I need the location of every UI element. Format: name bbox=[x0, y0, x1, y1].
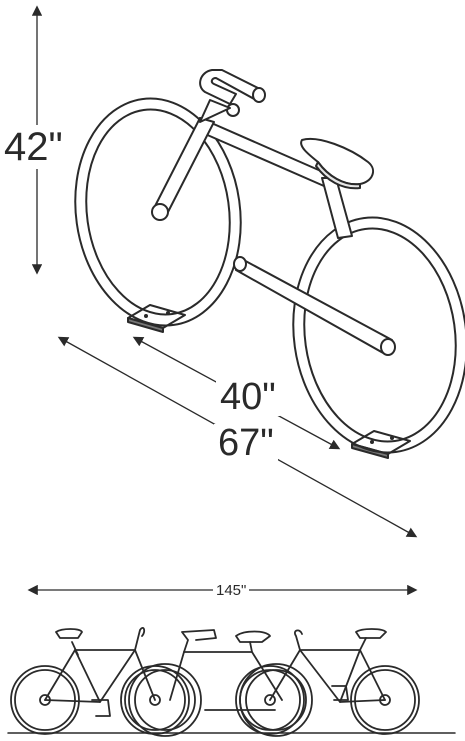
inner-length-dimension-label: 40" bbox=[216, 378, 280, 416]
footprint-dimension-label: 145" bbox=[213, 583, 250, 598]
right-bike bbox=[235, 628, 420, 735]
height-dimension-label: 42" bbox=[4, 125, 63, 169]
bike-rack-isometric bbox=[74, 69, 465, 459]
overall-length-dimension-label: 67" bbox=[214, 424, 278, 462]
rack-handlebar bbox=[199, 69, 263, 105]
rack-profile bbox=[128, 629, 313, 737]
left-bike bbox=[10, 626, 190, 735]
rack-elevation-with-bikes bbox=[7, 626, 456, 737]
